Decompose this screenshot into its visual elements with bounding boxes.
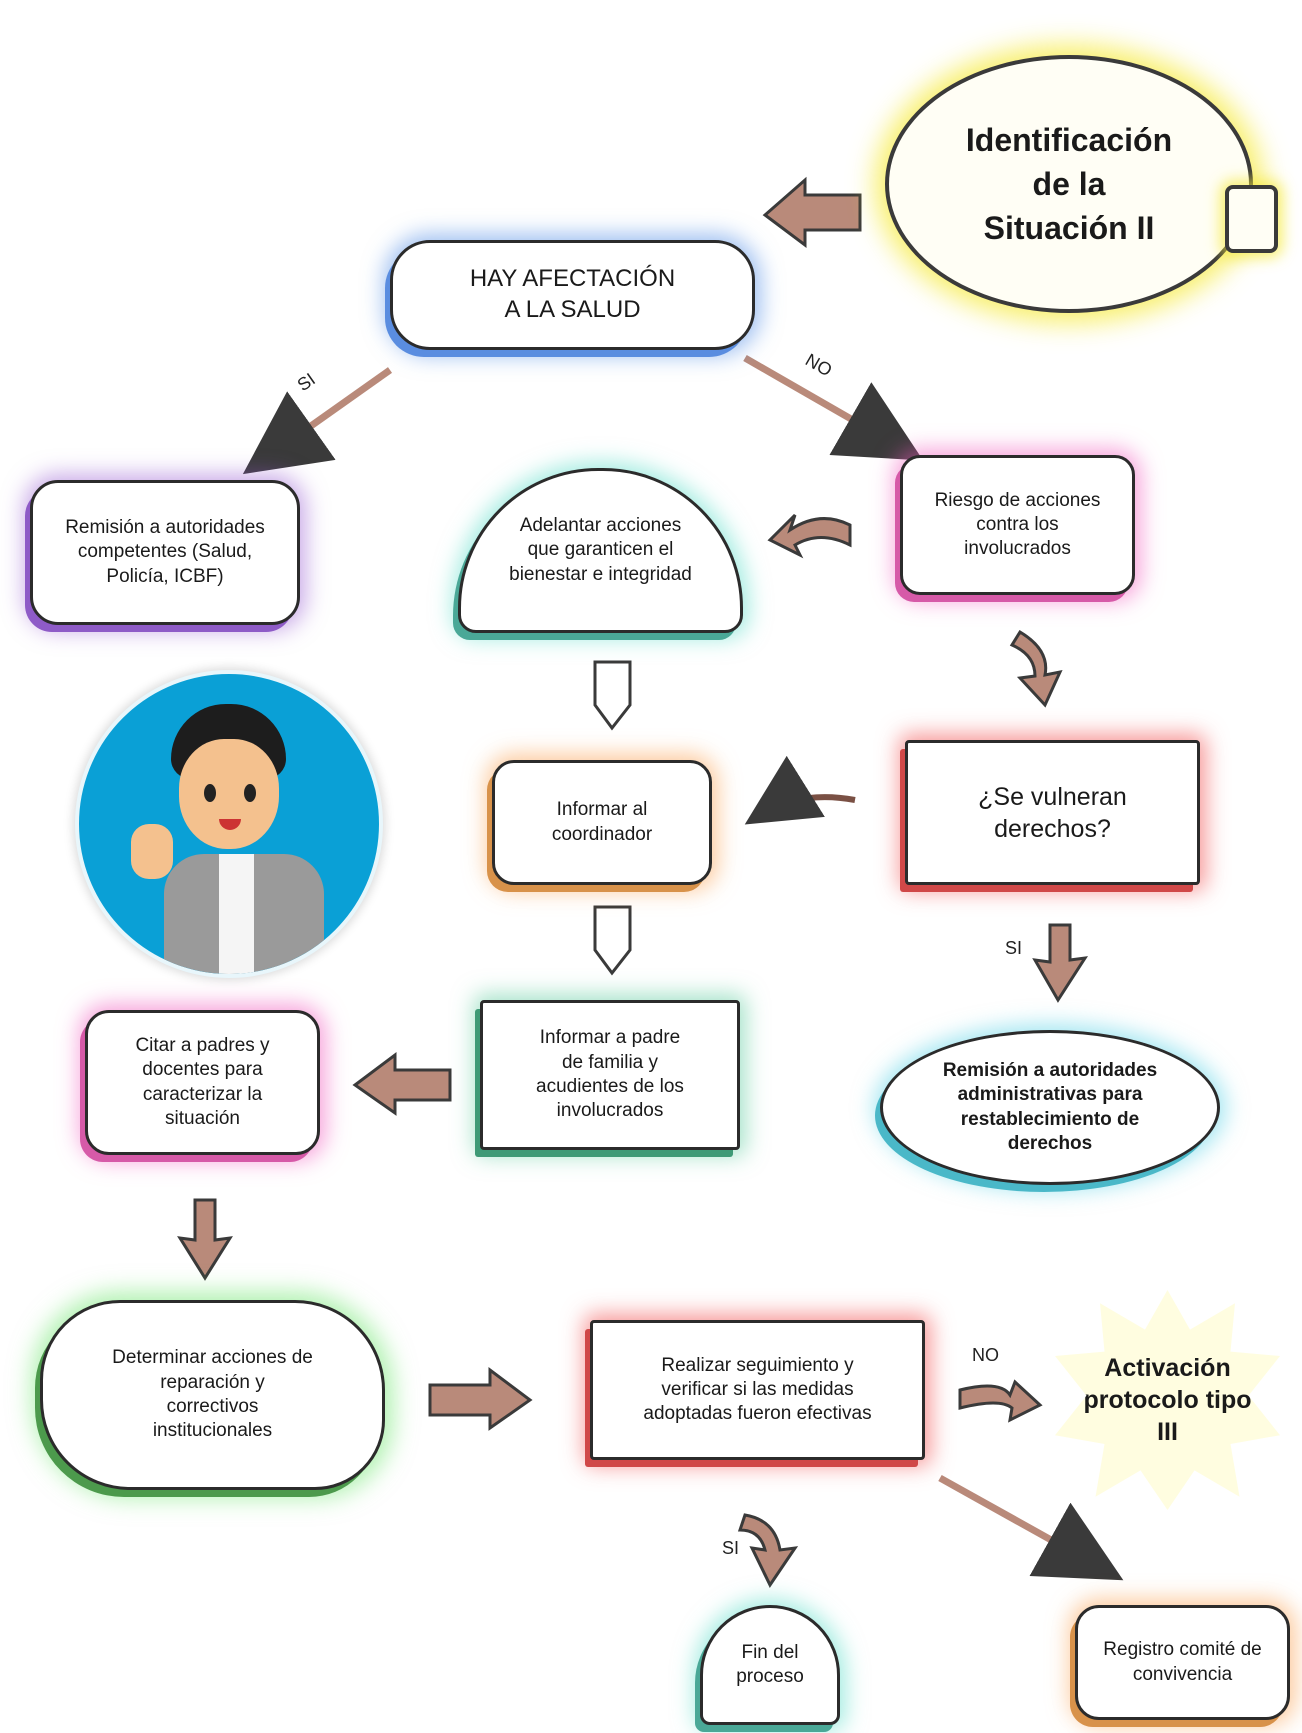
edge-label-no-activation: NO bbox=[972, 1345, 999, 1365]
node-follow-up: Realizar seguimiento y verificar si las … bbox=[590, 1320, 925, 1460]
lightbulb-title: Identificación de la Situación II bbox=[885, 55, 1253, 313]
node-determine-actions: Determinar acciones de reparación y corr… bbox=[40, 1300, 385, 1490]
curved-arrow-si-end bbox=[737, 1513, 799, 1588]
block-arrow-left-2 bbox=[352, 1052, 452, 1116]
block-arrow-right bbox=[428, 1367, 533, 1431]
down-arrow-cite-determine bbox=[177, 1198, 233, 1281]
connector-no-right bbox=[743, 354, 924, 461]
curved-arrow-no-activation bbox=[958, 1379, 1043, 1423]
edge-label-si-rights: SI bbox=[1005, 938, 1023, 958]
curved-arrow-risk-rights bbox=[1009, 629, 1063, 708]
node-inform-coordinator: Informar al coordinador bbox=[492, 760, 712, 885]
down-pentagon-1 bbox=[593, 660, 632, 731]
curved-arrow-risk-advance bbox=[767, 513, 852, 559]
avatar-face-icon bbox=[179, 739, 279, 849]
arrow-rights-coordinator bbox=[744, 755, 856, 825]
node-inform-parents: Informar a padre de familia y acudientes… bbox=[480, 1000, 740, 1150]
node-remit-authorities: Remisión a autoridades competentes (Salu… bbox=[30, 480, 300, 625]
connector-si-left bbox=[242, 367, 393, 475]
node-rights-violated: ¿Se vulneran derechos? bbox=[905, 740, 1200, 885]
edge-label-si-end: SI bbox=[722, 1538, 740, 1558]
title-text: Identificación de la Situación II bbox=[965, 121, 1173, 247]
avatar-mouth-icon bbox=[219, 819, 241, 830]
node-registry: Registro comité de convivencia bbox=[1075, 1605, 1290, 1720]
connector-registry bbox=[938, 1474, 1124, 1581]
node-risk-actions: Riesgo de acciones contra los involucrad… bbox=[900, 455, 1135, 595]
avatar-shirt-icon bbox=[219, 854, 254, 974]
avatar-eye-left-icon bbox=[204, 784, 216, 802]
node-health: HAY AFECTACIÓN A LA SALUD bbox=[390, 240, 755, 350]
down-pentagon-2 bbox=[593, 905, 632, 976]
avatar bbox=[75, 670, 383, 978]
node-end-process: Fin del proceso bbox=[700, 1605, 840, 1725]
node-cite-parents: Citar a padres y docentes para caracteri… bbox=[85, 1010, 320, 1155]
node-remit-admin: Remisión a autoridades administrativas p… bbox=[880, 1030, 1220, 1185]
avatar-eye-right-icon bbox=[244, 784, 256, 802]
block-arrow-left bbox=[762, 176, 862, 248]
curved-arrow-rights-remit bbox=[1032, 923, 1089, 1003]
bulb-base-icon bbox=[1225, 185, 1278, 253]
avatar-hand-icon bbox=[131, 824, 173, 879]
